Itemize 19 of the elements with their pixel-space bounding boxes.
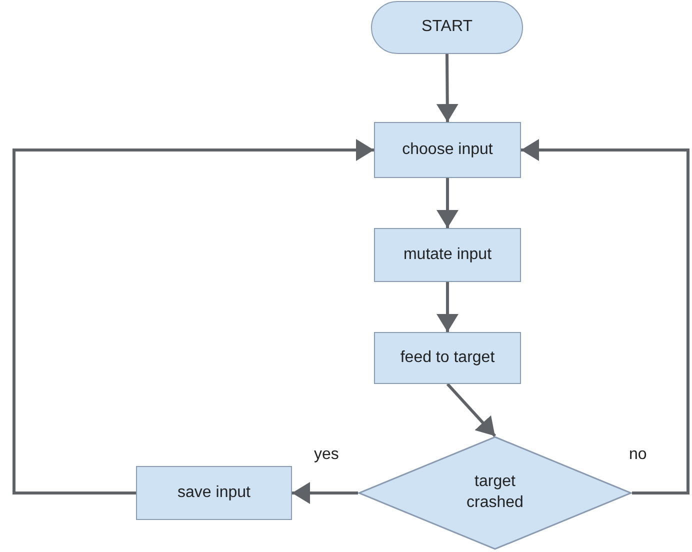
arrow: [436, 178, 458, 228]
start-terminal: [371, 1, 523, 54]
arrow: [12, 139, 374, 494]
node-label: choose input: [402, 140, 493, 160]
node-label: target crashed: [466, 472, 524, 513]
node-label: save input: [178, 482, 250, 503]
node-label: START: [422, 17, 472, 38]
process-box: [374, 228, 521, 282]
node-label: mutate input: [403, 244, 492, 265]
arrow: [292, 482, 358, 504]
process-box: [136, 466, 292, 520]
decision-diamond: [358, 436, 632, 550]
arrow: [521, 139, 690, 494]
arrow: [446, 382, 496, 438]
process-box: [374, 122, 521, 178]
process-box: [374, 332, 521, 384]
arrow: [436, 282, 458, 332]
node-label: feed to target: [400, 348, 495, 368]
arrow: [436, 54, 458, 122]
